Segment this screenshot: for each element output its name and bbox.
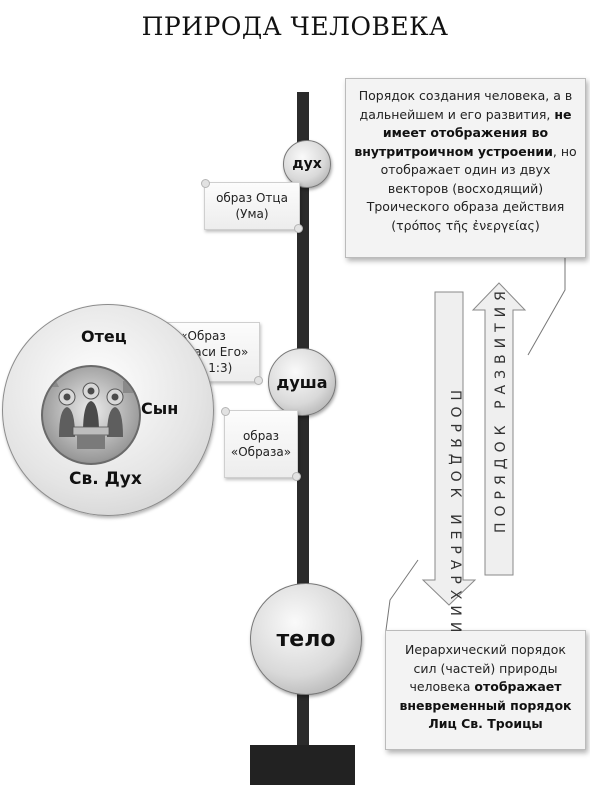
note-text: , — [552, 143, 557, 159]
note-box-development: Порядок создания человека, а в дальнейше… — [345, 78, 586, 258]
trinity-label-syn: Сын — [141, 399, 179, 418]
trinity-icon-art — [49, 375, 133, 449]
scroll-text-line: образ — [242, 429, 280, 443]
node-telo: тело — [250, 583, 362, 695]
note-text: Порядок создания человека, а в дальнейше… — [358, 88, 573, 122]
scroll-obraz-obraza: образ «Образа» — [221, 407, 301, 481]
trinity-label-otec: Отец — [81, 327, 127, 346]
note-box-hierarchy: Иерархический порядок сил (частей) приро… — [385, 630, 586, 750]
arrow-label-hierarchy: ПОРЯДОК ИЕРАРХИИ — [447, 390, 463, 639]
note-text-bold: отображает — [474, 679, 562, 694]
trinity-circle: Отец Сын Св. Дух — [2, 304, 214, 516]
trinity-icon — [41, 365, 141, 465]
note-text: но отображает один из двух векторов (вос… — [366, 143, 577, 215]
scroll-text-line: (Ума) — [235, 207, 269, 221]
note-text: Иерархический порядок сил (частей) приро… — [405, 642, 566, 694]
note-text-bold: вневременный порядок Лиц Св. Троицы — [399, 697, 572, 732]
arrow-label-development: ПОРЯДОК РАЗВИТИЯ — [493, 285, 509, 533]
node-dukh: дух — [283, 140, 331, 188]
page-title: ПРИРОДА ЧЕЛОВЕКА — [141, 12, 449, 41]
scroll-text-line: «Образ — [180, 329, 226, 343]
scroll-text-line: «Образа» — [230, 445, 292, 459]
note-text-greek: (τρόπος τῆς ἐνεργείας) — [391, 217, 540, 233]
scroll-obraz-otca: образ Отца (Ума) — [201, 179, 303, 233]
callout-line-top — [527, 258, 566, 356]
callout-line-bottom — [385, 559, 419, 631]
node-dusha: душа — [268, 348, 336, 416]
note-text-bold: не имеет отображения во внутритроичном у… — [354, 106, 572, 159]
scroll-text-line: образ Отца — [216, 191, 288, 205]
trinity-label-sv-dukh: Св. Дух — [69, 469, 142, 489]
pole-base — [250, 745, 355, 785]
